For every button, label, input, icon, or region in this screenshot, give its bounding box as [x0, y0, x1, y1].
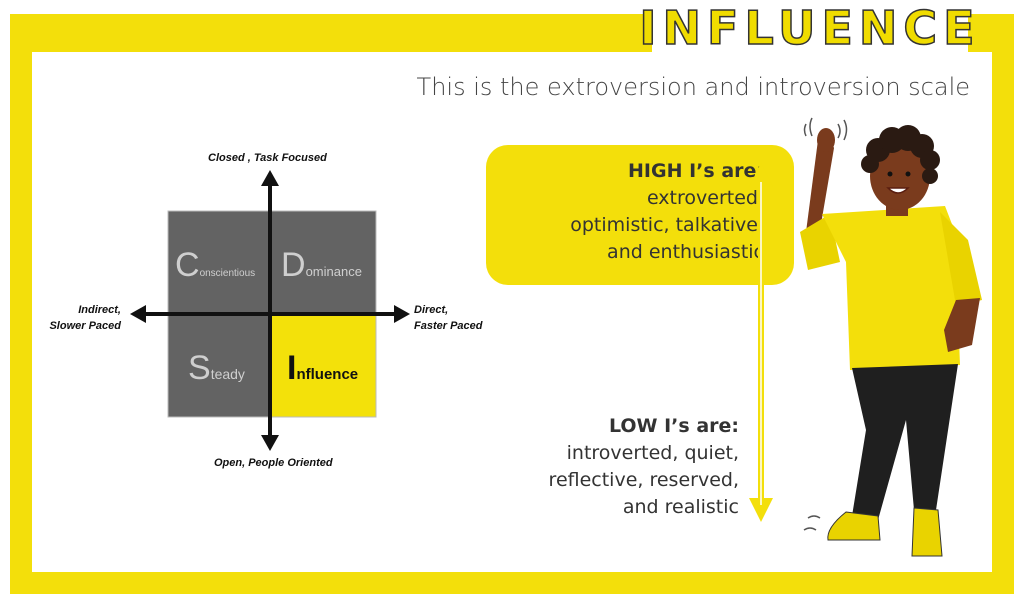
- high-i-heading: HIGH I’s are:: [628, 160, 764, 182]
- axis-label-left: Indirect, Slower Paced: [41, 302, 121, 334]
- person-illustration: [800, 117, 982, 557]
- quadrant-d-letter: D: [281, 246, 306, 284]
- scale-arrow: [749, 163, 773, 522]
- high-i-line-1: extroverted,: [646, 187, 764, 209]
- high-i-line-3: and enthusiastic: [607, 241, 764, 263]
- page-title: INFLUENCE: [639, 1, 981, 55]
- quadrant-s: [168, 316, 272, 417]
- quadrant-d-word: ominance: [305, 264, 362, 279]
- low-i-line-1: introverted, quiet,: [566, 442, 739, 464]
- quadrant-i-letter: I: [287, 349, 297, 387]
- scale-arrow-down-icon: [749, 498, 773, 522]
- quadrant-s-word: teady: [210, 366, 245, 382]
- quadrant-d: [272, 211, 376, 316]
- subtitle: This is the extroversion and introversio…: [416, 73, 970, 101]
- quadrant-c-letter: C: [175, 246, 200, 284]
- quadrant-d-label: Dominance: [281, 246, 362, 285]
- axis-label-bottom: Open, People Oriented: [214, 457, 333, 469]
- low-i-heading: LOW I’s are:: [608, 415, 739, 437]
- quadrant-s-letter: S: [188, 349, 211, 387]
- low-i-line-3: and realistic: [622, 496, 739, 518]
- arrow-left-icon: [130, 305, 146, 323]
- quadrant-c-word: onscientious: [199, 268, 256, 279]
- high-i-callout: [486, 145, 794, 285]
- axis-label-top: Closed , Task Focused: [208, 152, 327, 164]
- low-i-line-2: reflective, reserved,: [548, 469, 739, 491]
- axis-label-right-line1: Direct,: [414, 304, 449, 316]
- scale-arrow-up-icon: [749, 163, 773, 187]
- axis-label-left-line1: Indirect,: [78, 304, 121, 316]
- high-i-line-2: optimistic, talkative,: [570, 214, 764, 236]
- arrow-up-icon: [261, 170, 279, 186]
- quadrant-i-label: Influence: [287, 349, 358, 388]
- high-i-text: HIGH I’s are: extroverted, optimistic, t…: [570, 158, 764, 266]
- quadrant-c: [168, 211, 272, 316]
- low-i-text: LOW I’s are: introverted, quiet, reflect…: [549, 413, 739, 521]
- quadrant-s-label: Steady: [188, 349, 245, 388]
- title-box: INFLUENCE: [639, 4, 975, 52]
- axis-label-left-line2: Slower Paced: [49, 320, 121, 332]
- quadrant-c-label: Conscientious: [175, 246, 255, 285]
- quadrant-i: [272, 316, 376, 417]
- arrow-right-icon: [394, 305, 410, 323]
- axis-label-right-line2: Faster Paced: [414, 320, 483, 332]
- arrow-down-icon: [261, 435, 279, 451]
- axis-label-right: Direct, Faster Paced: [414, 302, 482, 334]
- quadrant-i-word: nfluence: [296, 366, 359, 383]
